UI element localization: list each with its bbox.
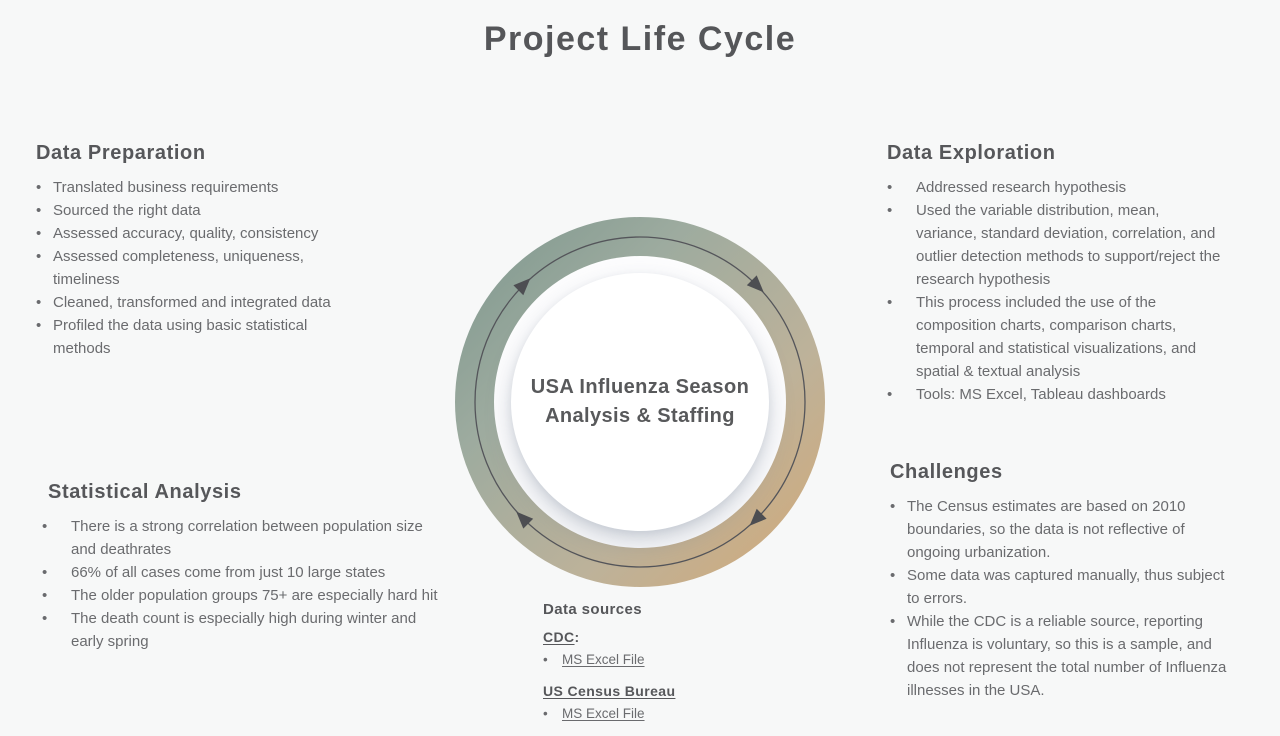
statistical-analysis-heading: Statistical Analysis [48, 481, 242, 503]
us-census-bureau-link[interactable]: US Census Bureau [543, 683, 676, 699]
list-item-text: Profiled the data using basic statistica… [53, 317, 308, 357]
list-item-text: Sourced the right data [53, 202, 201, 219]
data-sources: Data sources CDC: • MS Excel File US Cen… [543, 601, 813, 736]
statistical-analysis-list: • There is a strong correlation between p… [42, 515, 438, 653]
list-item-text: The Census estimates are based on 2010 b… [907, 498, 1186, 561]
list-item: • 66% of all cases come from just 10 larg… [42, 561, 438, 584]
section-data-preparation: Data Preparation • Translated business re… [36, 142, 360, 360]
bullet-icon: • [42, 587, 48, 604]
bullet-icon: • [42, 564, 48, 581]
bullet-icon: • [543, 652, 548, 667]
data-source-group: US Census Bureau [543, 682, 813, 700]
section-challenges: Challenges • The Census estimates are bas… [890, 461, 1228, 702]
list-item-text: There is a strong correlation between po… [71, 518, 423, 558]
data-source-group: CDC: [543, 628, 813, 646]
section-data-exploration: Data Exploration • Addressed research hyp… [887, 142, 1223, 406]
list-item-text: Assessed completeness, uniqueness, timel… [53, 248, 304, 288]
list-item: • Cleaned, transformed and integrated dat… [36, 291, 360, 314]
bullet-icon: • [42, 518, 48, 535]
arrow-icon [513, 278, 531, 296]
arrow-icon [746, 275, 764, 293]
section-statistical-analysis: Statistical Analysis • There is a strong … [42, 481, 438, 653]
list-item: • While the CDC is a reliable source, rep… [890, 610, 1228, 702]
list-item: • Some data was captured manually, thus s… [890, 564, 1228, 610]
list-item-text: Cleaned, transformed and integrated data [53, 294, 331, 311]
list-item: • Sourced the right data [36, 199, 360, 222]
data-preparation-list: • Translated business requirements • Sourc… [36, 176, 360, 360]
data-exploration-heading: Data Exploration [887, 142, 1056, 164]
list-item-text: The death count is especially high durin… [71, 610, 417, 650]
bullet-icon: • [890, 498, 896, 515]
bullet-icon: • [36, 248, 42, 265]
page-title: Project Life Cycle [483, 20, 797, 58]
list-item-text: This process included the use of the com… [916, 294, 1197, 380]
list-item: • The older population groups 75+ are esp… [42, 584, 438, 607]
cdc-link[interactable]: CDC [543, 629, 575, 645]
list-item: • The death count is especially high duri… [42, 607, 438, 653]
bullet-icon: • [36, 179, 42, 196]
bullet-icon: • [887, 294, 893, 311]
challenges-list: • The Census estimates are based on 2010 … [890, 495, 1228, 702]
list-item: • Profiled the data using basic statistic… [36, 314, 360, 360]
list-item-text: Translated business requirements [53, 179, 279, 196]
cycle-flow-arrows [474, 236, 806, 568]
data-source-file-item: • MS Excel File [543, 651, 813, 669]
bullet-icon: • [36, 202, 42, 219]
arrow-icon [516, 511, 534, 529]
list-item: • Used the variable distribution, mean, v… [887, 199, 1223, 291]
list-item-text: Some data was captured manually, thus su… [907, 567, 1225, 607]
list-item-text: 66% of all cases come from just 10 large… [71, 564, 386, 581]
bullet-icon: • [42, 610, 48, 627]
bullet-icon: • [890, 613, 896, 630]
arrow-icon [749, 508, 767, 526]
cycle-center-title-line1: USA Influenza Season [530, 376, 750, 398]
list-item-text: While the CDC is a reliable source, repo… [907, 613, 1227, 699]
data-exploration-list: • Addressed research hypothesis • Used the… [887, 176, 1223, 406]
data-sources-heading: Data sources [543, 601, 643, 618]
list-item: • This process included the use of the co… [887, 291, 1223, 383]
list-item: • Assessed accuracy, quality, consistency [36, 222, 360, 245]
cycle-center-title-line2: Analysis & Staffing [545, 405, 735, 427]
flow-circle-line [474, 236, 806, 568]
list-item-text: Tools: MS Excel, Tableau dashboards [916, 386, 1166, 403]
list-item: • There is a strong correlation between p… [42, 515, 438, 561]
list-item: • Assessed completeness, uniqueness, time… [36, 245, 360, 291]
list-item: • Translated business requirements [36, 176, 360, 199]
list-item-text: The older population groups 75+ are espe… [71, 587, 438, 604]
bullet-icon: • [543, 706, 548, 721]
bullet-icon: • [887, 202, 893, 219]
bullet-icon: • [890, 567, 896, 584]
cdc-suffix: : [574, 629, 580, 645]
census-excel-file-link[interactable]: MS Excel File [562, 706, 645, 721]
list-item-text: Assessed accuracy, quality, consistency [53, 225, 319, 242]
data-source-file-item: • MS Excel File [543, 705, 813, 723]
bullet-icon: • [887, 386, 893, 403]
list-item-text: Addressed research hypothesis [916, 179, 1127, 196]
cycle-center-circle: USA Influenza Season Analysis & Staffing [511, 273, 769, 531]
list-item: • The Census estimates are based on 2010 … [890, 495, 1228, 564]
bullet-icon: • [36, 317, 42, 334]
data-preparation-heading: Data Preparation [36, 142, 206, 164]
list-item: • Addressed research hypothesis [887, 176, 1223, 199]
bullet-icon: • [36, 225, 42, 242]
bullet-icon: • [36, 294, 42, 311]
slide: Project Life Cycle Data Preparation • Tra… [36, 20, 1228, 721]
cycle-diagram: USA Influenza Season Analysis & Staffing [455, 217, 825, 587]
cdc-excel-file-link[interactable]: MS Excel File [562, 652, 645, 667]
bullet-icon: • [887, 179, 893, 196]
challenges-heading: Challenges [890, 461, 1003, 483]
list-item: • Tools: MS Excel, Tableau dashboards [887, 383, 1223, 406]
list-item-text: Used the variable distribution, mean, va… [916, 202, 1221, 288]
